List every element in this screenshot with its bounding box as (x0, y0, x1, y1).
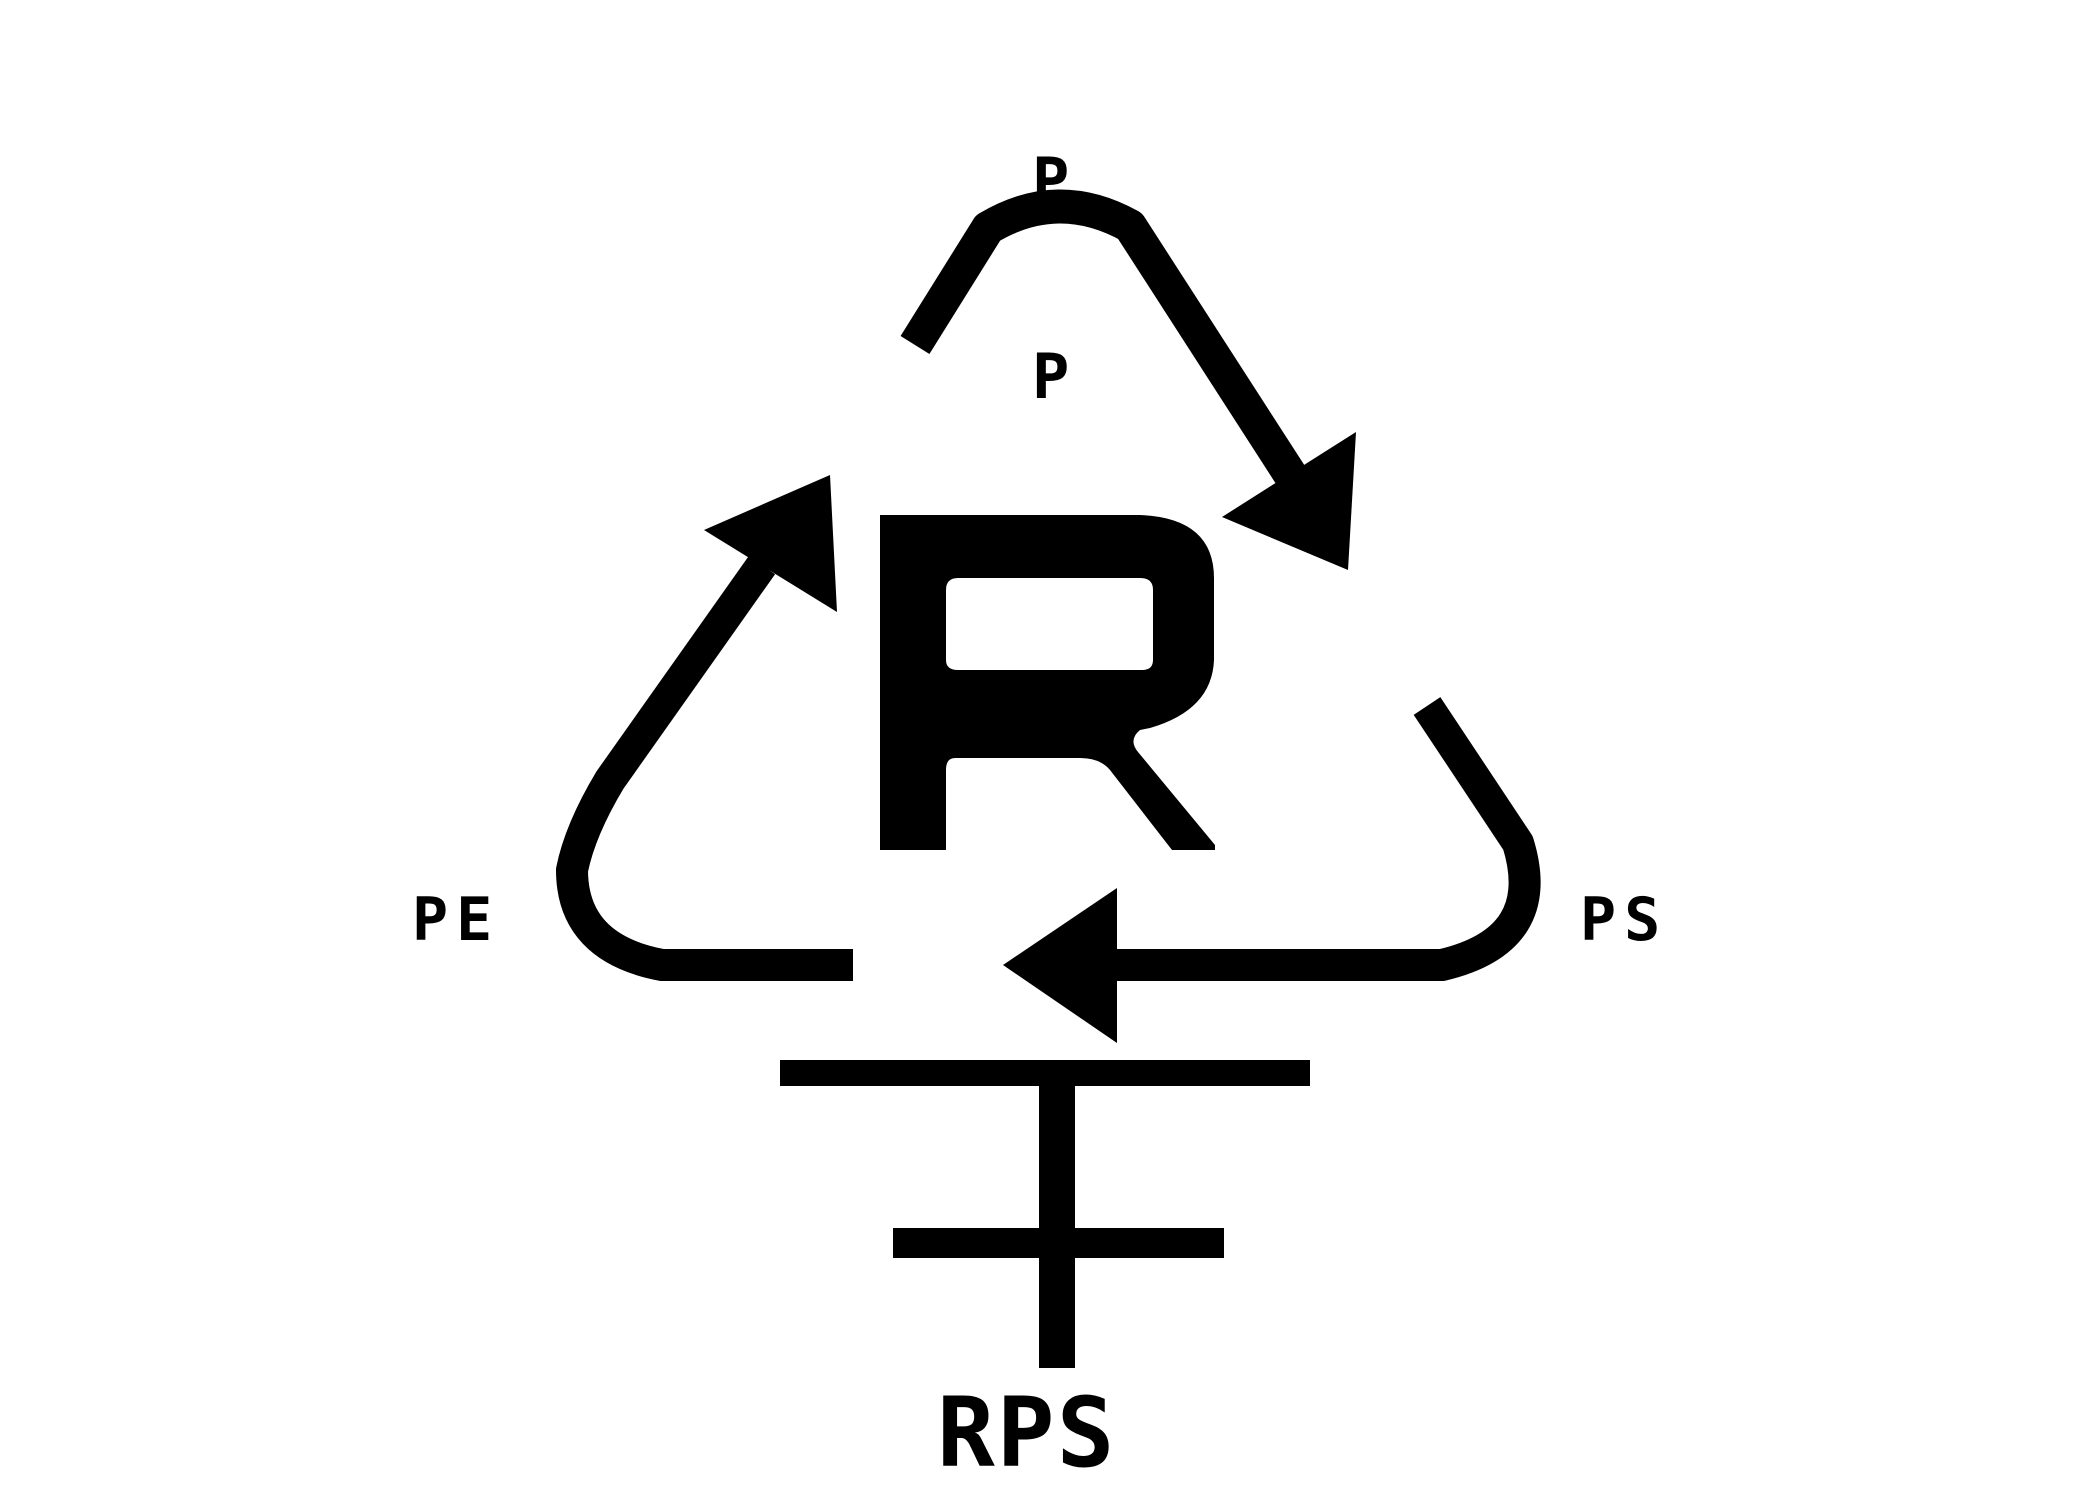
center-r-glyph (880, 515, 1215, 850)
top-arrow (900, 189, 1356, 570)
top-label-letter: P (1032, 340, 1070, 413)
bottom-double-cross (780, 1060, 1310, 1368)
top-label-stack: P P (1032, 26, 1181, 542)
left-arrow (556, 475, 853, 981)
right-label: PS (1580, 885, 1669, 955)
bottom-label: RPS (937, 1377, 1117, 1489)
left-label: PE (412, 885, 501, 955)
top-label-letter: P (1032, 144, 1070, 217)
right-arrow (1003, 697, 1541, 1043)
